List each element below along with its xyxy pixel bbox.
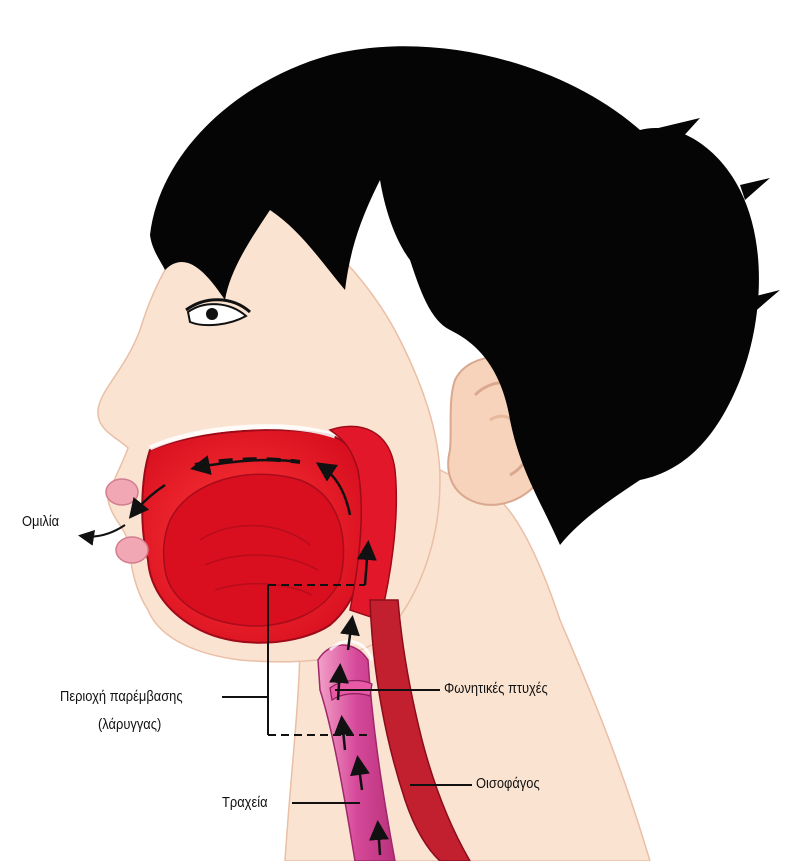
speech-arrow-icon bbox=[82, 525, 125, 537]
lower-lip bbox=[116, 537, 148, 563]
vocal-folds-label: Φωνητικές πτυχές bbox=[444, 680, 548, 698]
trachea-label: Τραχεία bbox=[222, 794, 268, 812]
upper-lip bbox=[106, 479, 138, 505]
speech-label: Ομιλία bbox=[22, 513, 59, 531]
larynx-label: (λάρυγγας) bbox=[98, 716, 161, 734]
tongue bbox=[164, 474, 344, 626]
intervention-area-label: Περιοχή παρέμβασης bbox=[60, 688, 183, 706]
esophagus-label: Οισοφάγος bbox=[476, 775, 540, 793]
